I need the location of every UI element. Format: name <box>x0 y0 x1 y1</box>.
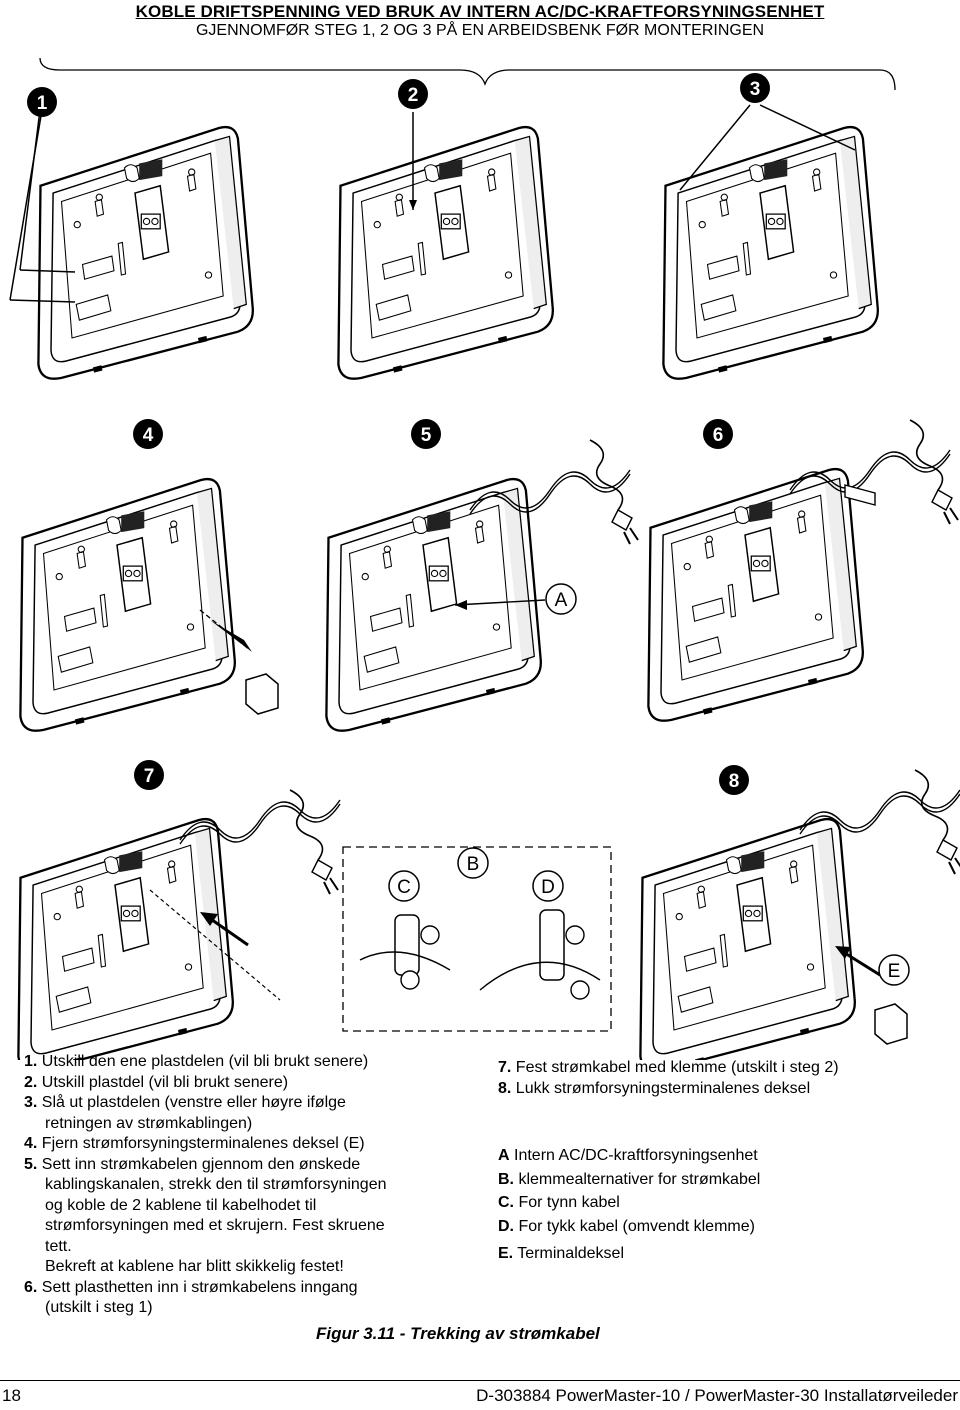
svg-text:8: 8 <box>729 771 740 792</box>
callout-d: D <box>532 870 564 902</box>
svg-text:1: 1 <box>37 93 48 114</box>
svg-text:C: C <box>397 877 411 898</box>
badge-step-7: 7 <box>134 760 164 790</box>
step-5: 5. Sett inn strømkabelen gjennom den øns… <box>24 1155 387 1276</box>
legend-d: D. For tykk kabel (omvendt klemme) <box>498 1217 755 1235</box>
page-subtitle: GJENNOMFØR STEG 1, 2 OG 3 PÅ EN ARBEIDSB… <box>195 22 765 39</box>
callout-e: E <box>878 954 910 986</box>
badge-step-5: 5 <box>411 419 441 449</box>
step-6: 6. Sett plasthetten inn i strømkabelens … <box>24 1278 358 1317</box>
step-7: 7. Fest strømkabel med klemme (utskilt i… <box>498 1059 839 1076</box>
svg-text:4: 4 <box>143 425 154 446</box>
callout-a: A <box>545 583 577 615</box>
step-3: 3. Slå ut plastdelen (venstre eller høyr… <box>24 1094 346 1132</box>
svg-text:5: 5 <box>421 425 432 446</box>
legend: A Intern AC/DC-kraftforsyningsenhet B. k… <box>498 1144 948 1266</box>
badge-step-2: 2 <box>398 79 428 109</box>
legend-a: A Intern AC/DC-kraftforsyningsenhet <box>498 1147 758 1164</box>
page-title: KOBLE DRIFTSPENNING VED BRUK AV INTERN A… <box>135 2 825 21</box>
legend-b: B. klemmealternativer for strømkabel <box>498 1170 761 1188</box>
callout-b: B <box>457 847 489 879</box>
badge-step-3: 3 <box>740 73 770 103</box>
badge-step-4: 4 <box>133 419 163 449</box>
page-number: 18 <box>2 1386 21 1405</box>
svg-text:D: D <box>541 877 555 898</box>
svg-text:6: 6 <box>713 425 724 446</box>
clamp-thin-cable <box>359 914 451 990</box>
instruction-list: 1. Utskill den ene plastdelen (vil bli b… <box>24 1052 484 1319</box>
figure-caption: Figur 3.11 - Trekking av strømkabel <box>316 1324 600 1343</box>
svg-text:3: 3 <box>750 79 761 100</box>
installation-illustration <box>9 57 960 1060</box>
document-reference: D-303884 PowerMaster-10 / PowerMaster-30… <box>476 1386 958 1405</box>
step-1: 1. Utskill den ene plastdelen (vil bli b… <box>24 1053 369 1070</box>
badge-step-1: 1 <box>27 87 57 117</box>
instruction-list-right: 7. Fest strømkabel med klemme (utskilt i… <box>498 1058 948 1099</box>
badge-step-6: 6 <box>703 419 733 449</box>
step-2: 2. Utskill plastdel (vil bli brukt sener… <box>24 1073 289 1091</box>
svg-text:7: 7 <box>144 766 155 787</box>
clamp-thick-cable <box>479 909 601 1000</box>
legend-c: C. For tynn kabel <box>498 1194 620 1211</box>
footer-divider <box>0 1380 960 1381</box>
svg-text:B: B <box>467 854 480 875</box>
svg-text:A: A <box>555 590 568 611</box>
svg-text:2: 2 <box>408 85 419 106</box>
legend-e: E. Terminaldeksel <box>498 1245 624 1262</box>
svg-text:E: E <box>888 961 901 982</box>
step-4: 4. Fjern strømforsyningsterminalenes dek… <box>24 1135 365 1152</box>
callout-c: C <box>388 870 420 902</box>
step-badges: 1 2 3 4 5 6 7 8 A B C D E <box>27 73 910 986</box>
step-8: 8. Lukk strømforsyningsterminalenes deks… <box>498 1079 811 1097</box>
badge-step-8: 8 <box>719 765 749 795</box>
